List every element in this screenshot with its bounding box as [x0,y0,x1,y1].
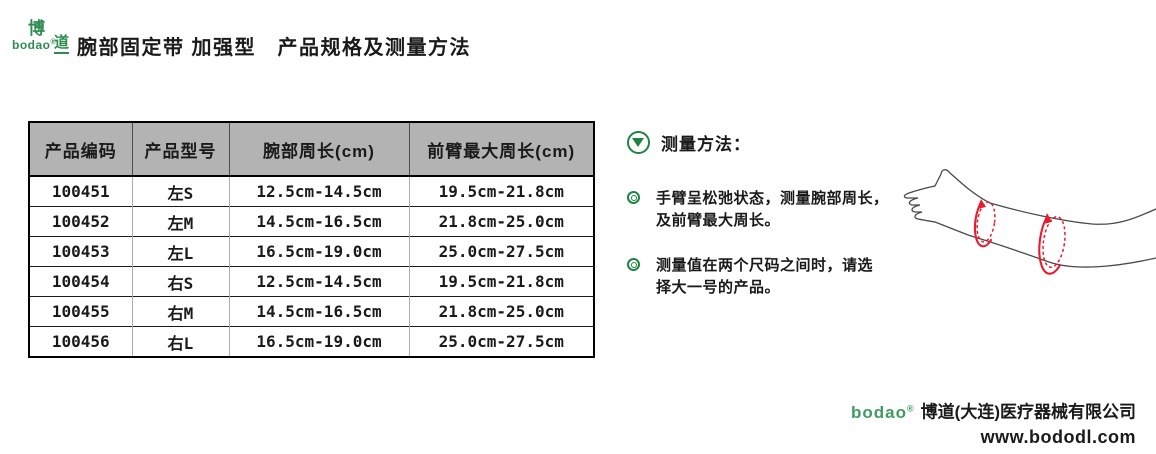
cell-product-code: 100451 [29,175,132,207]
cell-wrist-range: 14.5cm-16.5cm [228,296,409,327]
logo-character-bo: 博 [28,19,45,39]
cell-product-code: 100454 [29,266,132,297]
arm-measurement-illustration [903,169,1156,275]
footer-company-line: bodao® 博道(大连)医疗器械有限公司 [851,396,1136,425]
logo-character-dao: 道 [54,31,70,54]
instruction-text: 测量值在两个尺码之间时，请选 择大一号的产品。 [656,255,873,299]
cell-product-code: 100453 [29,236,132,267]
logo-wordmark: bodao® [12,38,56,52]
circle-triangle-down-icon [627,131,650,154]
cell-forearm-range: 25.0cm-27.5cm [408,326,594,357]
cell-model: 右L [131,326,229,357]
page-title: 腕部固定带 加强型 产品规格及测量方法 [77,37,472,59]
cell-model: 右M [131,296,229,327]
double-circle-bullet-icon [627,191,640,204]
measurement-method-title: 测量方法： [661,135,751,154]
cell-wrist-range: 12.5cm-14.5cm [228,175,409,207]
product-spec-table: 产品编码 产品型号 腕部周长(cm) 前臂最大周长(cm) 100451 左S … [28,121,595,358]
cell-forearm-range: 19.5cm-21.8cm [408,266,594,297]
cell-model: 左L [131,236,229,267]
column-header-product-code: 产品编码 [29,122,132,177]
cell-product-code: 100456 [29,326,132,357]
cell-wrist-range: 16.5cm-19.0cm [228,236,409,267]
cell-forearm-range: 21.8cm-25.0cm [408,296,594,327]
double-circle-bullet-icon [627,258,640,271]
hand-arm-outline [903,169,1156,268]
table-row: 100453 左L 16.5cm-19.0cm 25.0cm-27.5cm [29,236,594,267]
company-name: 博道(大连)医疗器械有限公司 [920,402,1136,422]
footer-brand-logo: bodao® [851,403,915,422]
cell-forearm-range: 21.8cm-25.0cm [408,206,594,237]
instruction-line: 及前臂最大周长。 [656,212,781,229]
measurement-method-heading: 测量方法： [627,130,751,155]
cell-model: 右S [131,266,229,297]
cell-forearm-range: 19.5cm-21.8cm [408,175,594,207]
website-url: www.bododl.com [980,426,1136,447]
cell-model: 左S [131,175,229,207]
column-header-model: 产品型号 [131,122,229,177]
footer: bodao® 博道(大连)医疗器械有限公司 www.bododl.com [851,396,1136,450]
cell-wrist-range: 12.5cm-14.5cm [228,266,409,297]
wrist-measure-loop-icon [973,199,996,248]
registered-mark-icon: ® [50,39,57,46]
cell-product-code: 100455 [29,296,132,327]
table-row: 100451 左S 12.5cm-14.5cm 19.5cm-21.8cm [29,175,594,207]
instruction-line: 测量值在两个尺码之间时，请选 [656,257,874,274]
cell-wrist-range: 16.5cm-19.0cm [228,326,409,357]
cell-forearm-range: 25.0cm-27.5cm [408,236,594,267]
cell-product-code: 100452 [29,206,132,237]
registered-mark-icon: ® [907,403,915,413]
table-row: 100452 左M 14.5cm-16.5cm 21.8cm-25.0cm [29,206,594,237]
brand-logo: 博 bodao® 道 [12,12,82,56]
cell-wrist-range: 14.5cm-16.5cm [228,206,409,237]
column-header-wrist-circumference: 腕部周长(cm) [228,122,409,177]
instruction-line: 手臂呈松弛状态，测量腕部周长， [656,190,889,207]
cell-model: 左M [131,206,229,237]
measurement-instruction-2: 测量值在两个尺码之间时，请选 择大一号的产品。 [627,255,873,299]
table-header-row: 产品编码 产品型号 腕部周长(cm) 前臂最大周长(cm) [29,122,594,177]
table-row: 100454 右S 12.5cm-14.5cm 19.5cm-21.8cm [29,266,594,297]
forearm-measure-loop-icon [1038,213,1066,275]
instruction-line: 择大一号的产品。 [656,279,781,296]
table-row: 100455 右M 14.5cm-16.5cm 21.8cm-25.0cm [29,296,594,327]
measurement-instruction-1: 手臂呈松弛状态，测量腕部周长， 及前臂最大周长。 [627,188,889,232]
column-header-forearm-circumference: 前臂最大周长(cm) [408,122,594,177]
logo-brand-text: bodao [12,38,51,52]
table-row: 100456 右L 16.5cm-19.0cm 25.0cm-27.5cm [29,326,594,357]
footer-brand-text: bodao [851,402,908,422]
instruction-text: 手臂呈松弛状态，测量腕部周长， 及前臂最大周长。 [656,188,889,232]
